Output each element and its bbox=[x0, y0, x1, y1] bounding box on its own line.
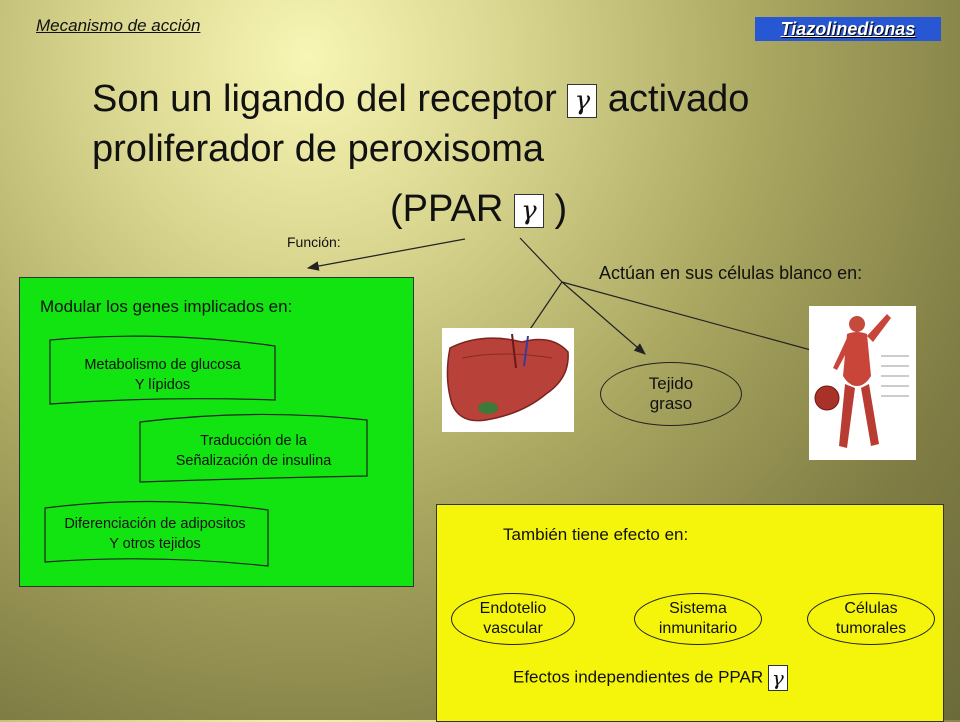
title-line-3: (PPAR γ ) bbox=[390, 186, 567, 232]
funcion-label: Función: bbox=[287, 234, 341, 250]
title-ppar: (PPAR bbox=[390, 188, 504, 230]
section-title: Mecanismo de acción bbox=[36, 16, 201, 35]
muscle-image bbox=[809, 306, 916, 460]
sistema-node: Sistema inmunitario bbox=[634, 593, 762, 645]
tejido-graso-node: Tejido graso bbox=[600, 362, 742, 426]
efecto-heading: También tiene efecto en: bbox=[503, 525, 689, 544]
muscle-figure-icon bbox=[814, 314, 909, 448]
tejido-line1: Tejido bbox=[648, 374, 694, 393]
gamma-symbol: γ bbox=[767, 665, 788, 691]
efecto-footer: Efectos independientes de PPAR γ bbox=[513, 665, 788, 691]
gene-item-2-line2: Señalización de insulina bbox=[175, 453, 332, 469]
gamma-symbol: γ bbox=[513, 193, 544, 228]
gene-item-3: Diferenciación de adipositos Y otros tej… bbox=[30, 514, 280, 554]
celulas-line1: Células bbox=[844, 600, 898, 617]
sistema-line2: inmunitario bbox=[658, 620, 738, 637]
celulas-line2: tumorales bbox=[835, 620, 907, 637]
topic-badge: Tiazolinedionas bbox=[755, 17, 941, 41]
sistema-line1: Sistema bbox=[669, 600, 727, 617]
gamma-symbol: γ bbox=[567, 83, 598, 118]
gene-item-1-line1: Metabolismo de glucosa bbox=[84, 357, 241, 373]
title-text-b: activado bbox=[607, 78, 750, 120]
title-close: ) bbox=[554, 188, 568, 230]
actuan-label: Actúan en sus células blanco en: bbox=[599, 263, 863, 283]
tejido-line2: graso bbox=[649, 394, 693, 413]
title-text-a: Son un ligando del receptor bbox=[92, 78, 557, 120]
liver-icon bbox=[446, 333, 569, 422]
title-line-2: proliferador de peroxisoma bbox=[92, 128, 545, 170]
endotelio-line1: Endotelio bbox=[479, 600, 547, 617]
endotelio-line2: vascular bbox=[483, 620, 543, 637]
gene-item-2: Traducción de la Señalización de insulin… bbox=[140, 431, 367, 471]
gene-item-1: Metabolismo de glucosa Y lípidos bbox=[50, 355, 275, 395]
gene-item-1-line2: Y lípidos bbox=[134, 377, 191, 393]
gene-item-2-line1: Traducción de la bbox=[200, 433, 307, 449]
otros-efectos-box: También tiene efecto en: Endotelio vascu… bbox=[436, 504, 944, 722]
genes-heading: Modular los genes implicados en: bbox=[40, 297, 293, 316]
endotelio-node: Endotelio vascular bbox=[451, 593, 575, 645]
gene-item-3-line1: Diferenciación de adipositos bbox=[64, 516, 246, 532]
title-line-1: Son un ligando del receptor γ activado bbox=[92, 76, 749, 122]
liver-image bbox=[442, 328, 574, 432]
celulas-node: Células tumorales bbox=[807, 593, 935, 645]
gene-item-3-line2: Y otros tejidos bbox=[109, 536, 201, 552]
efecto-footer-text: Efectos independientes de PPAR bbox=[513, 667, 764, 687]
